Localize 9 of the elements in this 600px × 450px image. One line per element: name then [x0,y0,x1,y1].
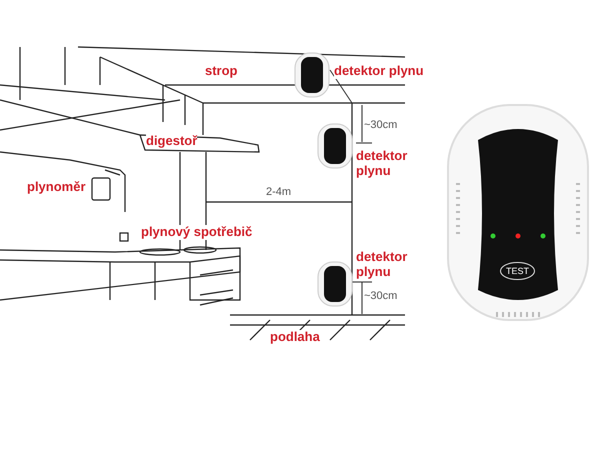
room-label: digestoř [146,134,198,149]
room-label: podlaha [270,330,320,345]
dimension-label: ~30cm [364,119,398,132]
dimension-label: ~30cm [364,290,398,303]
dimension-label: 2-4m [266,186,292,199]
room-label: strop [205,64,238,79]
device-label: plynový spotřebič [141,225,252,240]
detector-label: detektor plynu [334,64,424,79]
device-label: plynoměr [27,180,86,195]
